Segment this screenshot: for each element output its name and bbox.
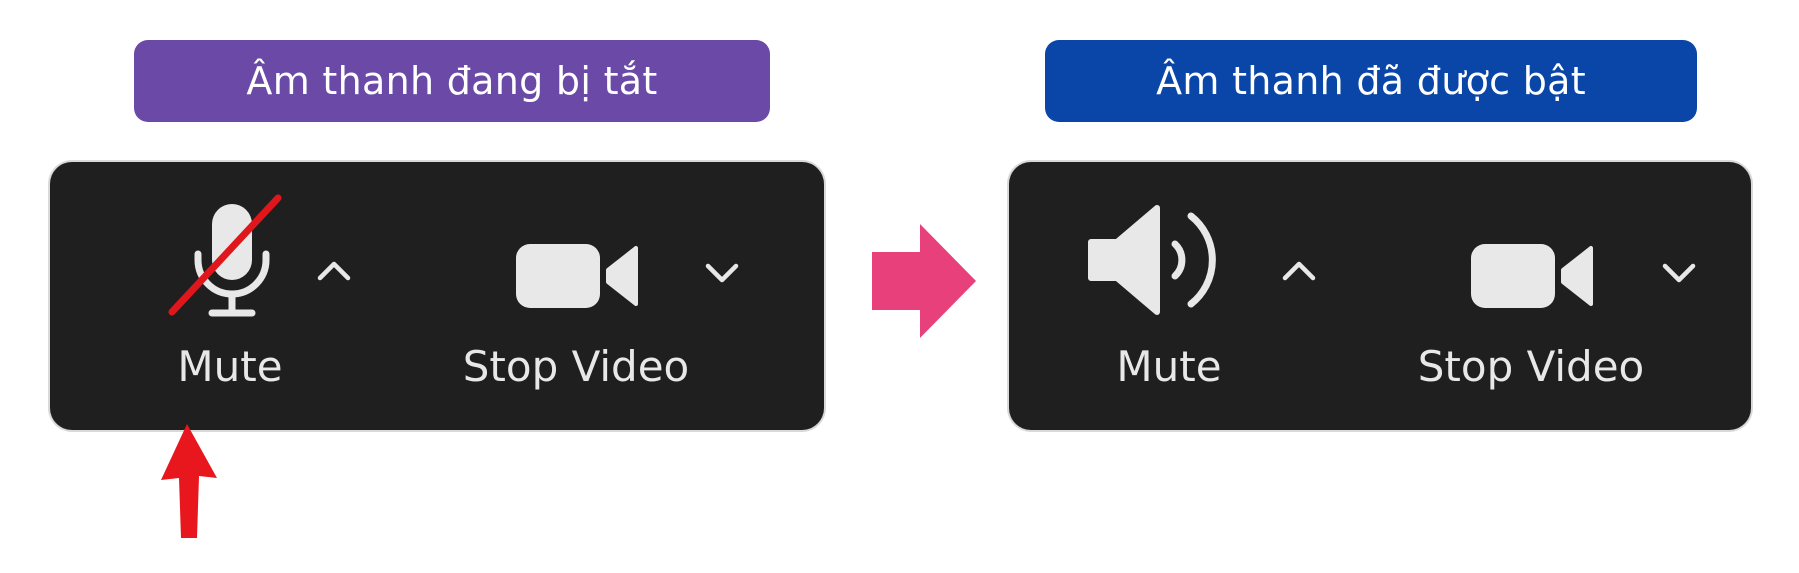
mute-label: Mute (1116, 342, 1222, 391)
video-camera-icon (516, 244, 638, 308)
stop-video-button[interactable]: Stop Video (1399, 192, 1659, 412)
banner-audio-unmuted: Âm thanh đã được bật (1045, 40, 1697, 122)
audio-options-chevron-up-icon[interactable] (312, 250, 356, 294)
audio-options-chevron-up-icon[interactable] (1277, 250, 1321, 294)
mute-button[interactable]: Mute (130, 192, 330, 412)
arrow-up-icon (161, 424, 217, 538)
video-options-chevron-down-icon[interactable] (1657, 250, 1701, 294)
video-options-chevron-down-icon[interactable] (700, 250, 744, 294)
mute-button[interactable]: Mute (1059, 192, 1259, 412)
stop-video-button[interactable]: Stop Video (450, 192, 710, 412)
stop-video-label: Stop Video (1417, 342, 1645, 391)
stop-video-label: Stop Video (462, 342, 690, 391)
video-camera-icon (1471, 244, 1593, 308)
banner-audio-muted: Âm thanh đang bị tắt (134, 40, 770, 122)
arrow-right-icon (872, 224, 976, 338)
microphone-muted-icon (168, 194, 282, 317)
speaker-on-icon (1088, 205, 1216, 315)
meeting-toolbar-unmuted: Mute Stop Video (1009, 162, 1751, 430)
meeting-toolbar-muted: Mute Stop Video (50, 162, 824, 430)
mute-label: Mute (177, 342, 283, 391)
